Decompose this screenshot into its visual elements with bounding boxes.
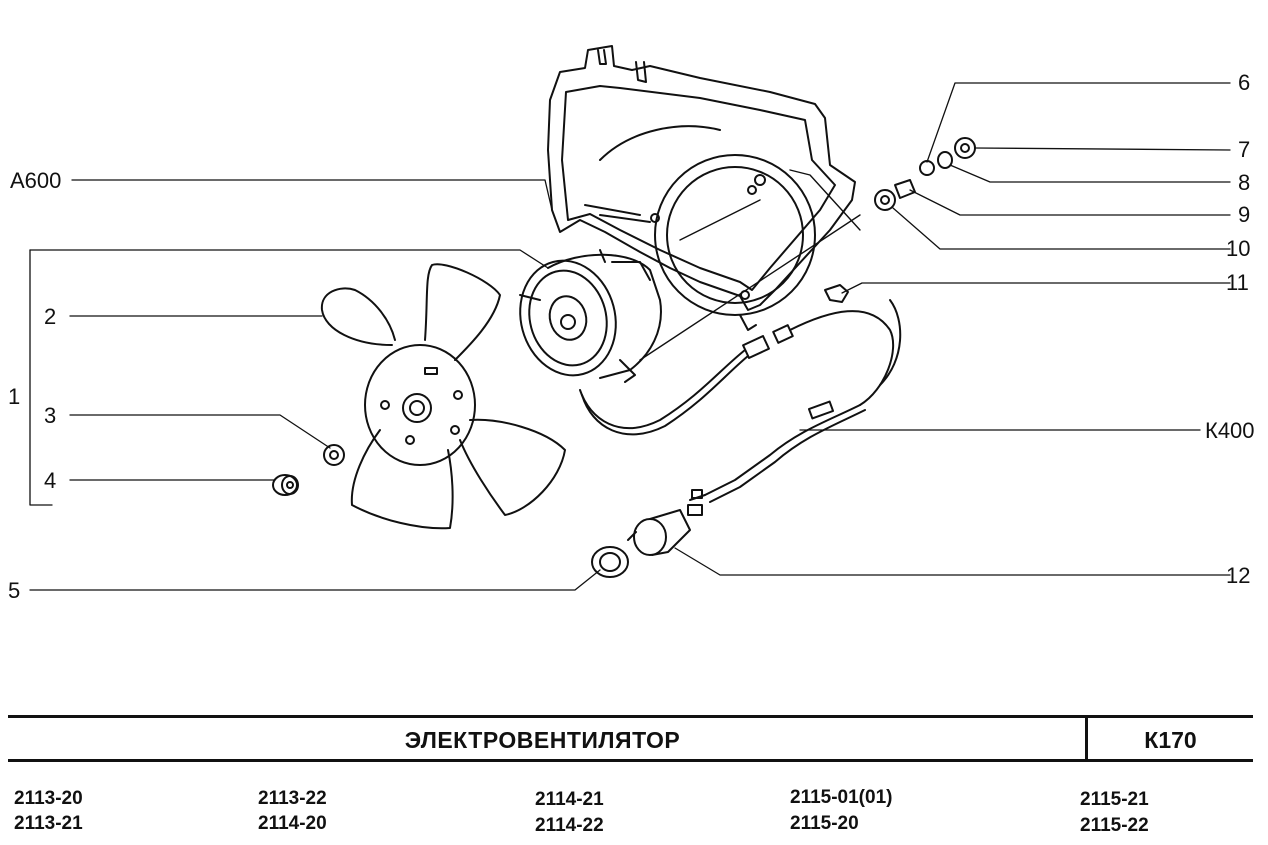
- title-separator: [1085, 717, 1088, 761]
- label-10: 10: [1226, 236, 1251, 261]
- label-k400: К400: [1205, 418, 1255, 443]
- label-3: 3: [44, 403, 57, 428]
- fan-assembly-diagram: [29, 45, 1231, 591]
- label-1: 1: [8, 384, 21, 409]
- model-number: 2115-01(01): [790, 787, 893, 808]
- temperature-sensor-12: [627, 509, 691, 556]
- electric-motor: [519, 249, 662, 383]
- model-number: 2115-20: [790, 813, 859, 834]
- title-bottom-rule: [8, 759, 1253, 762]
- model-number: 2114-20: [258, 813, 327, 834]
- label-5: 5: [8, 578, 21, 603]
- label-7: 7: [1238, 137, 1251, 162]
- label-9: 9: [1238, 202, 1251, 227]
- assembly-axis-lines: [639, 169, 861, 361]
- wiring-harness: [579, 299, 902, 516]
- fan-shroud: [547, 45, 856, 331]
- label-a600: А600: [10, 168, 62, 193]
- clip-11: [824, 284, 849, 303]
- label-11: 11: [1226, 270, 1249, 295]
- seal-ring-5: [591, 546, 629, 578]
- small-fasteners: [874, 137, 976, 211]
- fan-impeller: [320, 263, 566, 530]
- page-title: ЭЛЕКТРОВЕНТИЛЯТОР: [404, 726, 681, 753]
- label-2: 2: [44, 304, 57, 329]
- label-6: 6: [1238, 70, 1251, 95]
- catalog-code: К170: [1144, 726, 1197, 753]
- model-number: 2113-21: [14, 813, 83, 834]
- label-8: 8: [1238, 170, 1251, 195]
- label-4: 4: [44, 468, 57, 493]
- model-number: 2113-20: [14, 788, 83, 809]
- model-number: 2114-21: [535, 789, 604, 810]
- washer-3: [323, 444, 345, 466]
- nut-4: [272, 474, 299, 496]
- model-number: 2114-22: [535, 815, 604, 836]
- leader-lines: [29, 82, 1231, 591]
- title-top-rule: [8, 715, 1253, 718]
- label-12: 12: [1226, 563, 1251, 588]
- model-number: 2115-21: [1080, 789, 1149, 810]
- model-number: 2115-22: [1080, 815, 1149, 836]
- model-number: 2113-22: [258, 788, 327, 809]
